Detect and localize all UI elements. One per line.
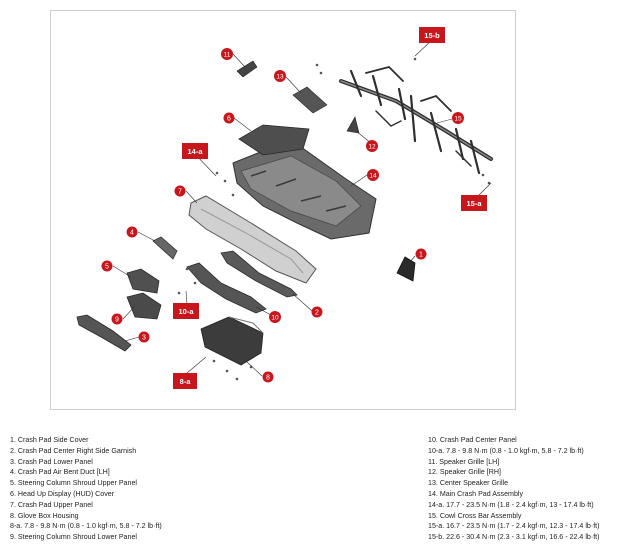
hud-cover-part <box>238 124 310 156</box>
legend-item: 8-a. 7.8 - 9.8 N·m (0.8 - 1.0 kgf·m, 5.8… <box>10 522 162 531</box>
svg-text:5: 5 <box>105 264 109 271</box>
legend-item: 13. Center Speaker Grille <box>428 479 509 488</box>
diagram-canvas: 1 2 3 4 5 6 7 8 9 10 11 12 13 14 15 8-a … <box>76 27 493 389</box>
legend-item: 15. Cowl Cross Bar Assembly <box>428 511 522 520</box>
svg-text:7: 7 <box>178 189 182 196</box>
legend-left-column: 1. Crash Pad Side Cover 2. Crash Pad Cen… <box>10 435 162 543</box>
legend-item: 12. Speaker Grille [RH] <box>428 468 501 477</box>
legend-item: 8. Glove Box Housing <box>10 511 79 520</box>
svg-text:13: 13 <box>276 74 284 81</box>
parts-layer <box>76 57 493 381</box>
svg-text:15: 15 <box>454 116 462 123</box>
callout-2: 2 <box>311 306 323 318</box>
legend-item: 1. Crash Pad Side Cover <box>10 436 89 444</box>
legend-item: 3. Crash Pad Lower Panel <box>10 457 93 466</box>
callout-6: 6 <box>223 112 235 124</box>
callout-15: 15 <box>452 112 464 124</box>
callout-5: 5 <box>101 260 113 272</box>
speaker-grille-rh-part <box>346 116 360 134</box>
svg-text:15-b: 15-b <box>424 31 440 40</box>
legend-item: 14-a. 17.7 - 23.5 N·m (1.8 - 2.4 kgf·m, … <box>428 500 594 509</box>
svg-text:4: 4 <box>130 230 134 237</box>
callout-12: 12 <box>366 140 378 152</box>
svg-text:3: 3 <box>142 335 146 342</box>
callout-9: 9 <box>111 313 123 325</box>
callout-8: 8 <box>262 371 274 383</box>
svg-text:14: 14 <box>369 173 377 180</box>
svg-text:9: 9 <box>115 317 119 324</box>
callout-10: 10 <box>269 311 281 323</box>
exploded-parts-diagram: 1 2 3 4 5 6 7 8 9 10 11 12 13 14 15 8-a … <box>50 10 516 410</box>
crash-pad-lower-panel-part <box>76 314 132 352</box>
legend-right-column: 10. Crash Pad Center Panel 10-a. 7.8 - 9… <box>428 435 600 543</box>
callout-13: 13 <box>274 70 286 82</box>
crash-pad-center-panel-part <box>186 262 267 314</box>
legend-item: 15-a. 16.7 - 23.5 N·m (1.7 - 2.4 kgf·m, … <box>428 522 600 531</box>
legend-item: 14. Main Crash Pad Assembly <box>428 489 524 498</box>
center-right-garnish-part <box>220 250 298 298</box>
legend-item: 2. Crash Pad Center Right Side Garnish <box>10 446 137 455</box>
legend-item: 5. Steering Column Shroud Upper Panel <box>10 479 137 488</box>
air-vent-duct-lh-part <box>152 236 178 260</box>
legend-item: 10-a. 7.8 - 9.8 N·m (0.8 - 1.0 kgf·m, 5.… <box>428 446 584 455</box>
fasteners <box>177 57 491 381</box>
svg-text:8: 8 <box>266 375 270 382</box>
svg-text:10: 10 <box>271 315 279 322</box>
callout-1: 1 <box>415 248 427 260</box>
callout-box-15-b: 15-b <box>419 27 445 43</box>
steering-shroud-lower-part <box>126 292 162 320</box>
callout-14: 14 <box>367 169 379 181</box>
svg-text:8-a: 8-a <box>180 377 192 386</box>
legend-item: 9. Steering Column Shroud Lower Panel <box>10 533 137 542</box>
svg-text:14-a: 14-a <box>187 147 203 156</box>
legend-item: 15-b. 22.6 - 30.4 N·m (2.3 - 3.1 kgf·m, … <box>428 533 600 542</box>
legend-item: 10. Crash Pad Center Panel <box>428 436 517 444</box>
svg-text:2: 2 <box>315 310 319 317</box>
legend-item: 6. Head Up Display (HUD) Cover <box>10 489 115 498</box>
callout-11: 11 <box>221 48 233 60</box>
callout-3: 3 <box>138 331 150 343</box>
legend-item: 11. Speaker Grille [LH] <box>428 457 500 466</box>
callout-box-8-a: 8-a <box>173 373 197 389</box>
steering-shroud-upper-part <box>126 268 160 294</box>
svg-text:6: 6 <box>227 116 231 123</box>
svg-text:15-a: 15-a <box>466 199 482 208</box>
callout-4: 4 <box>126 226 138 238</box>
speaker-grille-lh-part <box>236 60 258 78</box>
callout-box-10-a: 10-a <box>173 303 199 319</box>
callout-box-15-a: 15-a <box>461 195 487 211</box>
crash-pad-side-cover-part <box>396 256 416 282</box>
glove-box-housing-part <box>200 316 264 366</box>
center-speaker-grille-part <box>292 86 328 114</box>
crash-pad-upper-panel-part <box>188 195 317 284</box>
svg-text:11: 11 <box>224 52 231 59</box>
svg-text:10-a: 10-a <box>178 307 194 316</box>
svg-text:1: 1 <box>419 252 423 259</box>
svg-text:12: 12 <box>368 144 376 151</box>
cowl-cross-bar-part <box>339 65 493 175</box>
leader-lines <box>112 39 492 377</box>
legend-item: 4. Crash Pad Air Bent Duct [LH] <box>10 468 110 477</box>
callout-7: 7 <box>174 185 186 197</box>
callout-box-14-a: 14-a <box>182 143 208 159</box>
legend-item: 7. Crash Pad Upper Panel <box>10 500 93 509</box>
